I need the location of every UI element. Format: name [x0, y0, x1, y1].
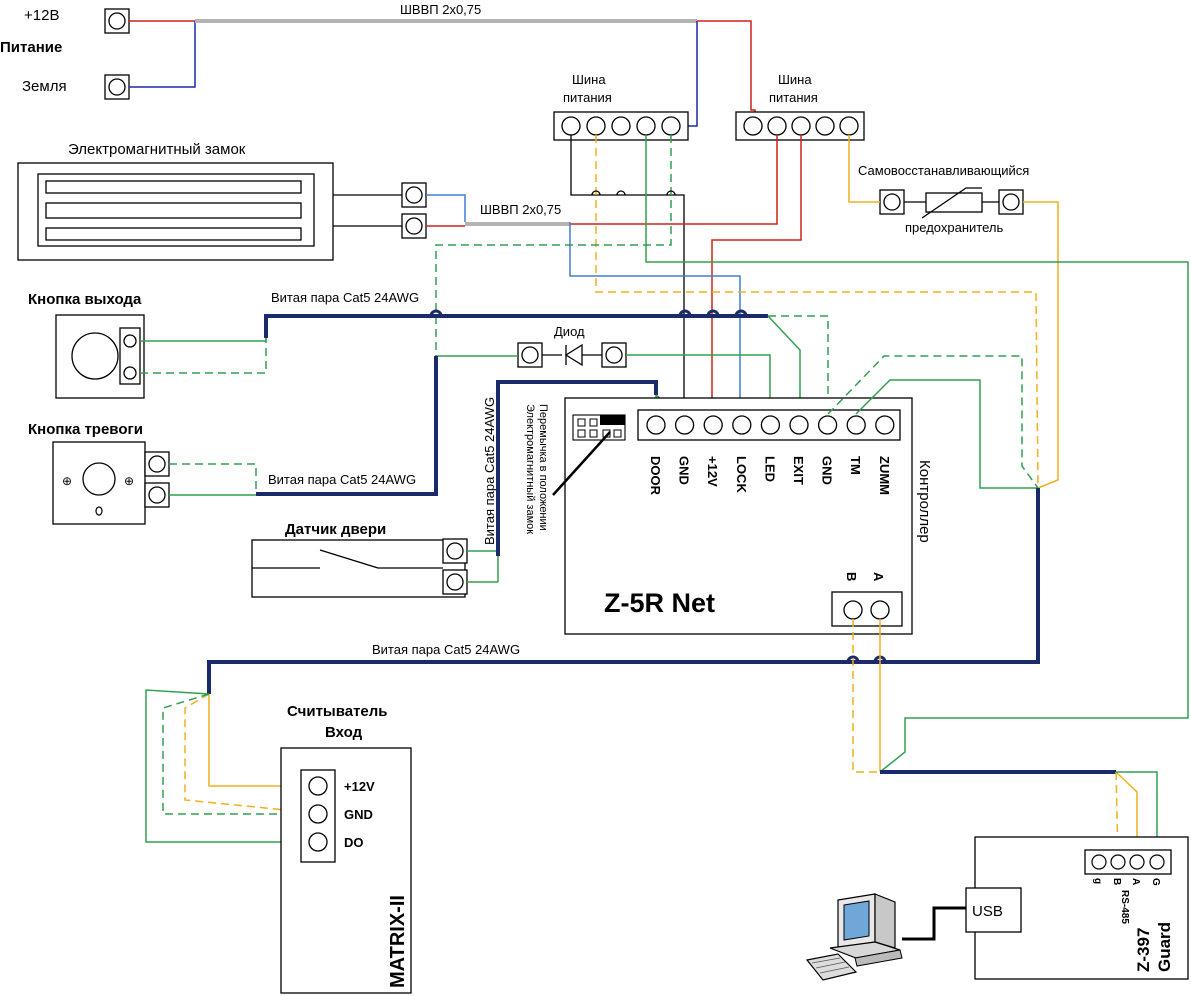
guard-pin-g: g: [1092, 878, 1103, 884]
door-sensor: Датчик двери Витая пара Cat5 24AWG: [251, 397, 499, 598]
jumper-label1: Перемычка в положении: [537, 404, 549, 531]
power-plus-terminal: [104, 8, 130, 34]
cable-label-tp-door: Витая пара Cat5 24AWG: [482, 397, 497, 545]
controller-pin-2: [703, 415, 723, 435]
jumper-label2: Электромагнитный замок: [524, 404, 536, 534]
controller-rs-a: A: [871, 572, 886, 582]
cable-label-tp-reader: Витая пара Cat5 24AWG: [372, 642, 520, 657]
controller-pin-label-8: ZUMM: [877, 456, 892, 495]
cable-label-shvvp-top: ШВВП 2х0,75: [400, 2, 481, 17]
power-section: +12В Питание Земля ШВВП 2х0,75: [0, 2, 756, 127]
guard-model2: Guard: [1155, 922, 1174, 972]
converter-z397-guard: g B A G RS-485 Z-397 Guard USB: [902, 836, 1189, 980]
reader-title1: Считыватель: [287, 703, 388, 720]
reader-pin-gnd: GND: [344, 807, 373, 822]
computer-icon: [805, 893, 903, 981]
power-title: Питание: [0, 39, 62, 56]
controller-pin-label-7: TM: [848, 456, 863, 475]
controller-label: Контроллер: [916, 460, 933, 543]
door-sensor-title: Датчик двери: [285, 521, 386, 538]
guard-rs485: RS-485: [1119, 890, 1130, 924]
controller-rs-b: B: [844, 572, 859, 581]
controller-pin-label-4: LED: [762, 456, 777, 482]
exit-button-title: Кнопка выхода: [28, 291, 142, 308]
controller-pin-3: [732, 415, 752, 435]
power-bus-left: Шина питания: [553, 72, 689, 141]
diode: Диод: [436, 324, 771, 414]
cable-label-tp-exit: Витая пара Cat5 24AWG: [271, 290, 419, 305]
alarm-button: Кнопка тревоги ⊕ ⊕ Витая пара Cat5 24AWG: [28, 421, 416, 525]
fuse-label1: Самовосстанавливающийся: [858, 163, 1029, 178]
lock-title: Электромагнитный замок: [68, 141, 246, 158]
controller-pin-label-0: DOOR: [648, 456, 663, 496]
controller-pin-label-6: GND: [820, 456, 835, 485]
resettable-fuse: Самовосстанавливающийся предохранитель: [848, 135, 1059, 489]
power-bus-right: Шина питания: [735, 72, 865, 141]
fuse-label2: предохранитель: [905, 220, 1003, 235]
controller-z5r-net: DOOR GND +12V LOCK LED EXIT GND TM ZUMM Z-5R Net…: [524, 397, 933, 635]
controller-pins: DOOR GND +12V LOCK LED EXIT GND TM ZUMM: [646, 415, 895, 496]
controller-pin-5: [789, 415, 809, 435]
guard-model1: Z-397: [1134, 928, 1153, 972]
guard-usb-label: USB: [972, 903, 1003, 920]
controller-pin-label-2: +12V: [705, 456, 720, 487]
svg-text:⊕: ⊕: [62, 474, 72, 488]
power-ground-terminal: [104, 74, 130, 100]
svg-text:⊕: ⊕: [124, 474, 134, 488]
controller-pin-label-3: LOCK: [734, 456, 749, 493]
electromagnetic-lock: Электромагнитный замок ШВВП 2х0,75: [17, 141, 570, 261]
diode-label: Диод: [554, 324, 585, 339]
power-ground-label: Земля: [22, 78, 67, 95]
guard-pin-a: A: [1130, 878, 1141, 885]
alarm-button-title: Кнопка тревоги: [28, 421, 143, 438]
cable-label-tp-alarm: Витая пара Cat5 24AWG: [268, 472, 416, 487]
controller-name: Z-5R Net: [604, 588, 715, 618]
power-plus-label: +12В: [24, 7, 59, 24]
reader-matrix-ii: Считыватель Вход +12V GND DO MATRIX-II: [280, 703, 412, 994]
wires-main: [435, 135, 1189, 773]
controller-pin-0: [646, 415, 666, 435]
controller-pin-8: [875, 415, 895, 435]
reader-pin-do: DO: [344, 835, 364, 850]
controller-pin-7: [846, 415, 866, 435]
guard-pin-gnd: G: [1150, 878, 1161, 886]
bus-left-label1: Шина: [572, 72, 606, 87]
guard-pin-b: B: [1111, 878, 1122, 885]
reader-title2: Вход: [325, 724, 363, 741]
exit-button: Кнопка выхода Витая пара Cat5 24AWG: [28, 290, 419, 399]
reader-model: MATRIX-II: [387, 895, 409, 988]
controller-pin-1: [674, 415, 695, 435]
cable-label-shvvp-lock: ШВВП 2х0,75: [480, 202, 561, 217]
controller-pin-label-5: EXIT: [791, 456, 806, 485]
reader-pin-12v: +12V: [344, 779, 375, 794]
bus-left-label2: питания: [563, 90, 612, 105]
controller-pin-label-1: GND: [677, 456, 692, 485]
controller-pin-6: [817, 415, 838, 435]
controller-pin-4: [760, 415, 781, 435]
bus-right-label1: Шина: [778, 72, 812, 87]
bus-right-label2: питания: [769, 90, 818, 105]
